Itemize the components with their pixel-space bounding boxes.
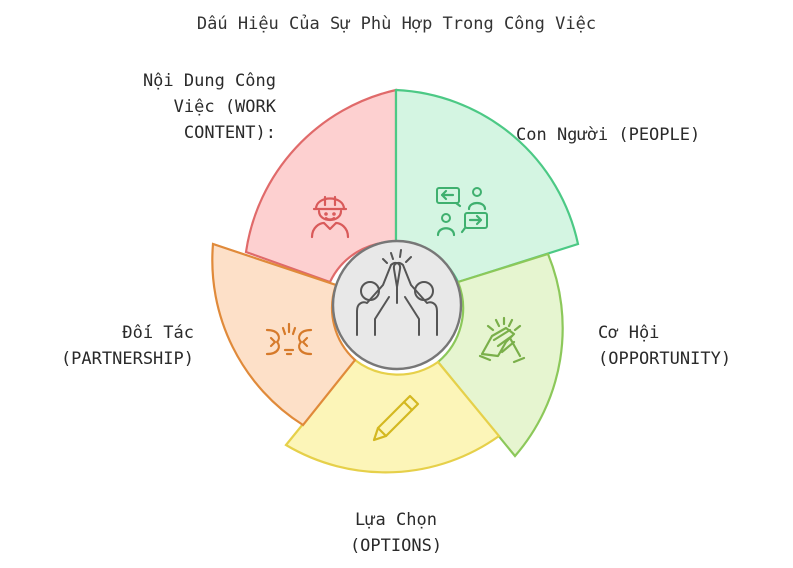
high-five-icon <box>356 249 438 336</box>
segment-options <box>284 358 501 474</box>
label-opportunity-line1: Cơ Hội <box>598 323 660 343</box>
center-circle <box>331 239 463 371</box>
segment-partnership <box>211 242 357 427</box>
handshake-icon <box>478 316 526 364</box>
center-hub <box>331 239 463 371</box>
segment-opportunity <box>436 252 564 458</box>
worker-icon <box>310 195 350 239</box>
segment-work-content <box>244 88 398 284</box>
label-work-content-line1: Nội Dung Công <box>142 71 276 91</box>
segment-partnership-shape <box>211 242 357 427</box>
label-options-line2: (OPTIONS) <box>349 536 443 556</box>
label-work-content-line2: Việc (WORK <box>173 97 276 117</box>
label-people: Con Người (PEOPLE) <box>516 122 700 148</box>
label-partnership-line2: (PARTNERSHIP) <box>60 349 194 369</box>
label-work-content-line3: CONTENT): <box>183 123 276 143</box>
label-options: Lựa Chọn (OPTIONS) <box>296 507 496 559</box>
segment-opportunity-shape <box>436 252 564 458</box>
label-partnership: Đối Tác (PARTNERSHIP) <box>24 320 194 372</box>
diagram-title: Dấu Hiệu Của Sự Phù Hợp Trong Công Việc <box>196 14 597 34</box>
label-people-line1: Con Người (PEOPLE) <box>516 125 701 145</box>
label-opportunity: Cơ Hội (OPPORTUNITY) <box>598 320 731 372</box>
label-work-content: Nội Dung Công Việc (WORK CONTENT): <box>108 68 276 146</box>
pencil-icon <box>372 394 420 442</box>
conversation-icon <box>436 187 488 237</box>
segment-options-shape <box>284 358 501 474</box>
segment-people <box>394 88 580 284</box>
faces-icon <box>265 322 313 356</box>
segment-work-content-shape <box>244 88 398 284</box>
label-options-line1: Lựa Chọn <box>355 510 437 530</box>
label-opportunity-line2: (OPPORTUNITY) <box>598 349 732 369</box>
label-partnership-line1: Đối Tác <box>122 323 194 343</box>
